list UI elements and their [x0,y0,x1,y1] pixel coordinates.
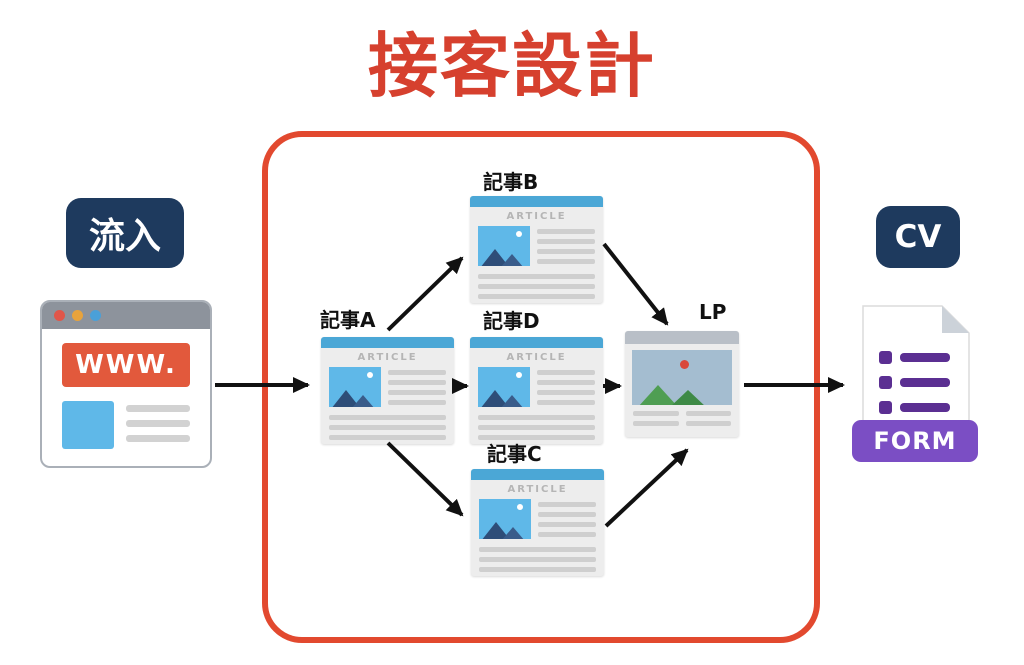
article-b-card: ARTICLE [470,196,603,303]
article-bottom-lines [321,407,454,440]
form-document-icon [862,305,970,455]
article-a-label: 記事A [320,308,376,332]
www-browser-icon: WWW. [40,300,212,468]
sun-dot-icon [517,504,523,510]
browser-url-text: WWW. [62,343,190,387]
browser-image-placeholder [62,401,114,449]
inflow-badge: 流入 [66,198,184,268]
lp-card [625,331,739,437]
article-d-label: 記事D [483,309,540,333]
article-side-lines [388,367,446,407]
article-d-card: ARTICLE [470,337,603,444]
lp-image-placeholder [632,350,732,405]
article-topbar [470,196,603,207]
green-mountain-icon [670,390,706,405]
article-a-card: ARTICLE [321,337,454,444]
mountain-icon [500,395,524,407]
article-b-label: 記事B [483,170,539,194]
article-bottom-lines [470,407,603,440]
mountain-icon [500,254,524,266]
article-image-placeholder [479,499,531,539]
lp-topbar [625,331,739,344]
article-header-text: ARTICLE [507,484,568,495]
page-title: 接客設計 [368,25,656,107]
traffic-dot-blue-icon [90,310,101,321]
red-dot-icon [680,360,689,369]
traffic-dot-orange-icon [72,310,83,321]
sun-dot-icon [516,372,522,378]
browser-text-lines [126,401,190,449]
article-c-label: 記事C [487,442,542,466]
cv-badge: CV [876,206,960,268]
article-header-text: ARTICLE [506,352,567,363]
browser-content [42,387,210,449]
article-bottom-lines [471,539,604,572]
traffic-dot-red-icon [54,310,65,321]
article-bottom-lines [470,266,603,299]
article-side-lines [537,226,595,266]
lp-text-lines [625,411,739,426]
article-topbar [321,337,454,348]
mountain-icon [501,527,525,539]
form-banner: FORM [852,420,978,462]
article-header-text: ARTICLE [357,352,418,363]
article-side-lines [538,499,596,539]
browser-titlebar [42,302,210,329]
form-list-icon [879,351,950,414]
article-c-card: ARTICLE [471,469,604,576]
lp-label: LP [699,300,727,324]
customer-journey-box [262,131,820,643]
sun-dot-icon [516,231,522,237]
article-image-placeholder [329,367,381,407]
article-side-lines [537,367,595,407]
article-topbar [470,337,603,348]
folded-corner-icon [942,306,969,333]
sun-dot-icon [367,372,373,378]
green-mountain-icon [638,385,678,405]
article-image-placeholder [478,226,530,266]
article-image-placeholder [478,367,530,407]
mountain-icon [351,395,375,407]
article-header-text: ARTICLE [506,211,567,222]
article-topbar [471,469,604,480]
